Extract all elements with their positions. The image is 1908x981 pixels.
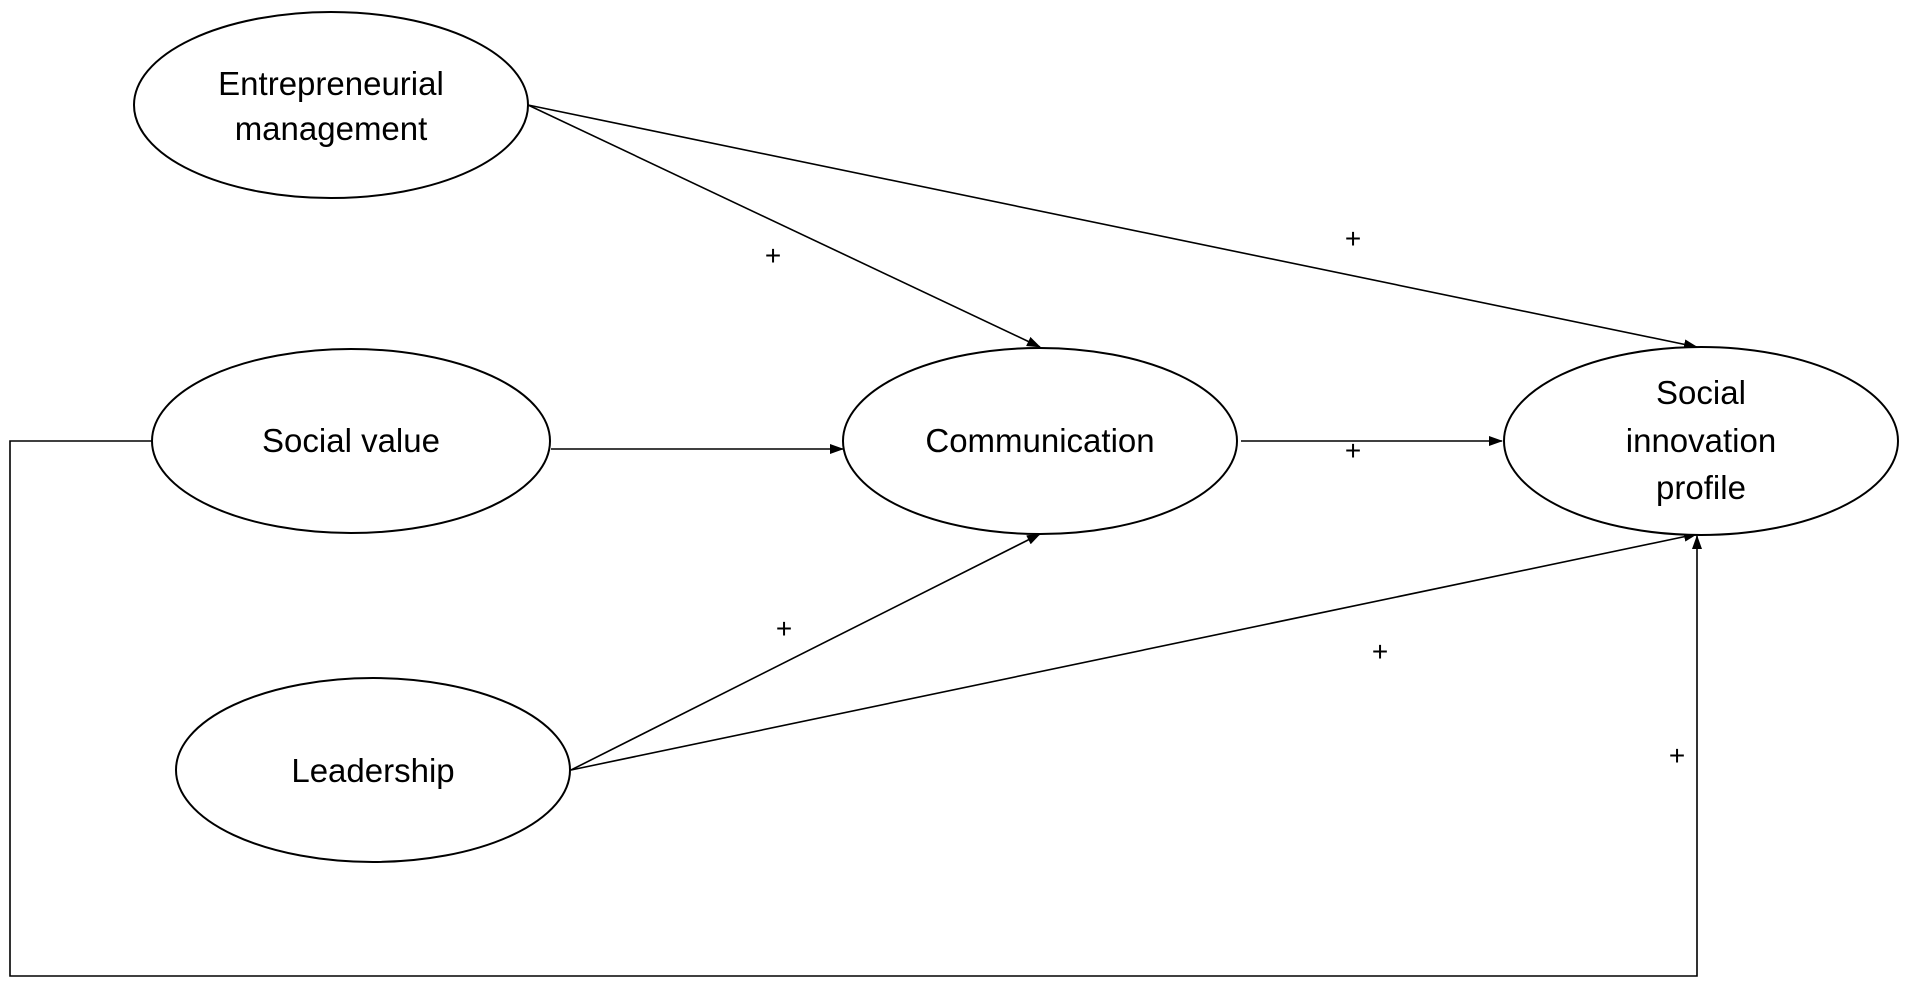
social-innovation-profile-ellipse [1503, 346, 1899, 536]
social-innovation-profile-label-line1: Social [1656, 374, 1746, 411]
social-innovation-profile-label-line2: innovation [1626, 422, 1776, 459]
communication-label: Communication [925, 422, 1154, 459]
edge-entrepreneurial-management-to-communication [527, 104, 1041, 348]
node-social-value: Social value [151, 348, 551, 534]
sign-leadership-to-communication: + [776, 613, 792, 644]
edge-social-value-to-social-innovation-profile-loop [9, 440, 1702, 977]
edge-leadership-to-communication [570, 533, 1041, 771]
sign-leadership-to-social-innovation-profile: + [1372, 636, 1388, 667]
edge-leadership-to-social-innovation-profile [570, 531, 1698, 771]
social-value-ellipse [151, 348, 551, 534]
node-social-innovation-profile: Social innovation profile [1503, 346, 1899, 536]
sign-social-value-to-social-innovation-profile: + [1669, 740, 1685, 771]
node-leadership: Leadership [175, 677, 571, 863]
social-value-label: Social value [262, 422, 440, 459]
sign-entrepreneurial-management-to-social-innovation-profile: + [1345, 223, 1361, 254]
node-entrepreneurial-management: Entrepreneurial management [133, 11, 529, 199]
edge-entrepreneurial-management-to-social-innovation-profile [527, 104, 1698, 350]
entrepreneurial-management-label-line2: management [235, 110, 428, 147]
entrepreneurial-management-ellipse [133, 11, 529, 199]
communication-ellipse [842, 347, 1238, 535]
entrepreneurial-management-label-line1: Entrepreneurial [218, 65, 444, 102]
node-communication: Communication [842, 347, 1238, 535]
leadership-label: Leadership [291, 752, 454, 789]
social-innovation-profile-label-line3: profile [1656, 469, 1746, 506]
sign-entrepreneurial-management-to-communication: + [765, 240, 781, 271]
leadership-ellipse [175, 677, 571, 863]
sign-communication-to-social-innovation-profile: + [1345, 435, 1361, 466]
